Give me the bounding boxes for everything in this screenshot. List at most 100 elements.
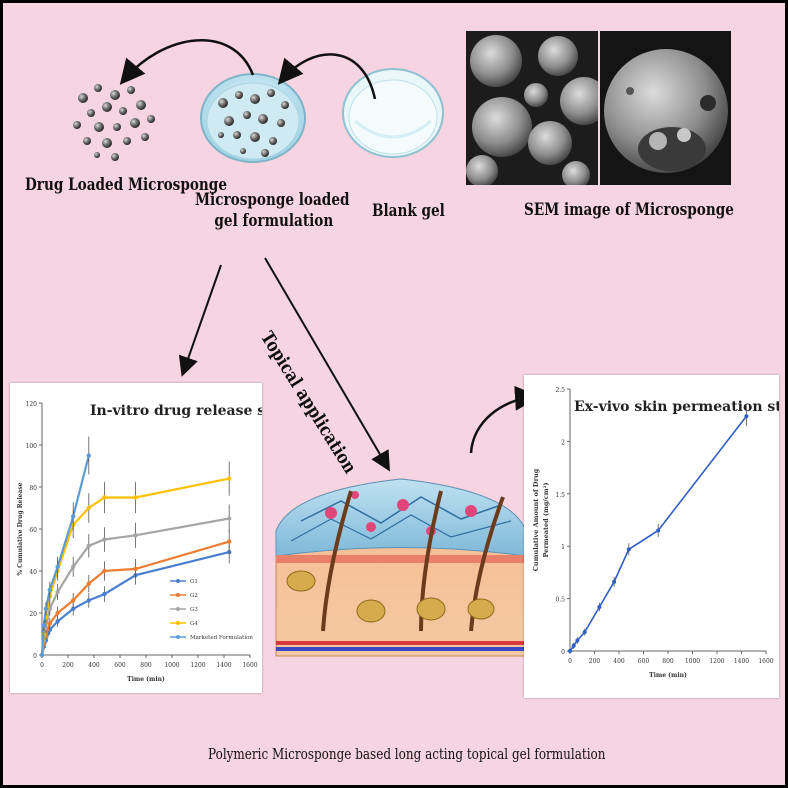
- data-point: [102, 537, 107, 542]
- y-tick-label: 20: [29, 611, 37, 618]
- data-point: [55, 610, 60, 616]
- sem-image-left: [466, 31, 598, 185]
- y-tick-label: 0: [561, 649, 565, 656]
- x-tick-label: 1000: [685, 658, 700, 665]
- data-point: [133, 566, 138, 572]
- arrow-to-release: [178, 264, 222, 377]
- data-point: [43, 606, 49, 611]
- data-point: [39, 652, 45, 658]
- data-point: [71, 606, 76, 611]
- x-tick-label: 800: [662, 658, 674, 665]
- x-tick-label: 1400: [734, 658, 749, 665]
- data-point: [47, 621, 52, 626]
- data-point: [133, 533, 138, 538]
- petri-dish-blank: [342, 68, 444, 158]
- legend-marker: [176, 607, 180, 611]
- y-tick-label: 1: [561, 544, 565, 551]
- y-axis-label: % Cumulative Drug Release: [17, 482, 24, 575]
- x-tick-label: 0: [568, 658, 572, 665]
- data-point: [626, 547, 631, 552]
- data-point: [71, 514, 76, 519]
- y-tick-label: 80: [29, 485, 37, 492]
- y-tick-label: 40: [29, 569, 37, 576]
- label-drug-loaded: Drug Loaded Microsponge: [25, 175, 227, 195]
- label-blank-gel: Blank gel: [372, 201, 445, 221]
- data-point: [86, 505, 92, 511]
- data-point: [102, 591, 107, 597]
- data-point: [41, 623, 47, 628]
- y-tick-label: 60: [29, 527, 37, 534]
- data-point: [86, 543, 92, 548]
- legend-label: Marketed Formulation: [190, 635, 253, 641]
- skin-illustration: [275, 478, 527, 657]
- data-point: [744, 414, 749, 419]
- y-tick-label: 1.5: [555, 492, 565, 499]
- release-chart-card: In-vitro drug release study 020040060080…: [10, 383, 301, 693]
- data-point: [55, 589, 60, 595]
- legend-label: G4: [190, 621, 198, 627]
- data-point: [55, 564, 60, 569]
- y-tick-label: 2: [561, 439, 565, 446]
- legend-marker: [176, 579, 180, 583]
- label-microsponge-loaded: Microsponge loaded gel formulation: [195, 190, 350, 231]
- label-sem: SEM image of Microsponge: [524, 200, 734, 220]
- x-tick-label: 600: [638, 658, 650, 665]
- arrow-to-drug: [119, 39, 255, 85]
- data-point: [571, 643, 576, 648]
- x-axis-label: Time (min): [127, 676, 165, 683]
- data-point: [55, 619, 60, 624]
- data-point: [86, 453, 92, 458]
- x-tick-label: 1600: [758, 658, 773, 665]
- arrow-blank-to-loaded: [277, 53, 377, 100]
- data-point: [597, 604, 602, 609]
- data-point: [227, 516, 232, 521]
- y-axis-label-2: Permeated (mg/cm²): [542, 482, 550, 557]
- x-tick-label: 1200: [190, 662, 205, 669]
- x-tick-label: 800: [140, 662, 152, 669]
- legend-marker: [176, 593, 180, 597]
- release-chart: In-vitro drug release study 020040060080…: [17, 401, 301, 683]
- data-point: [227, 476, 232, 481]
- y-tick-label: 0.5: [555, 597, 565, 604]
- data-point: [71, 598, 76, 603]
- figure-canvas: Drug Loaded Microsponge Microsponge load…: [3, 3, 788, 785]
- x-axis-label: Time (min): [649, 672, 687, 679]
- x-tick-label: 200: [62, 662, 74, 669]
- legend-marker: [176, 621, 180, 625]
- data-point: [86, 598, 92, 603]
- data-point: [133, 495, 138, 500]
- microsponge-particles: [73, 84, 155, 161]
- data-point: [71, 564, 76, 569]
- x-tick-label: 1000: [164, 662, 179, 669]
- x-tick-label: 1600: [242, 662, 257, 669]
- data-point: [86, 581, 92, 586]
- x-tick-label: 400: [613, 658, 625, 665]
- legend-marker: [176, 635, 180, 639]
- data-point: [102, 568, 107, 574]
- x-tick-label: 1400: [216, 662, 231, 669]
- data-point: [582, 630, 587, 635]
- x-tick-label: 0: [40, 662, 44, 669]
- data-point: [227, 539, 232, 544]
- x-tick-label: 600: [114, 662, 126, 669]
- legend-label: G3: [190, 607, 198, 613]
- y-tick-label: 0: [33, 653, 37, 660]
- data-point: [612, 579, 617, 584]
- data-point: [656, 528, 661, 533]
- release-chart-title: In-vitro drug release study: [90, 403, 262, 419]
- sem-image-right: [600, 31, 731, 185]
- permeation-chart: Ex-vivo skin permeation study 0200400600…: [532, 387, 788, 679]
- arrow-topical: [264, 257, 391, 472]
- y-tick-label: 120: [26, 401, 38, 408]
- data-point: [102, 495, 107, 500]
- x-tick-label: 400: [88, 662, 100, 669]
- figure-caption: Polymeric Microsponge based long acting …: [208, 745, 606, 763]
- y-axis-label: Cumulative Amount of Drug: [532, 468, 540, 571]
- x-tick-label: 200: [589, 658, 601, 665]
- legend-label: G2: [190, 593, 198, 599]
- data-point: [568, 649, 572, 653]
- data-point: [575, 638, 580, 643]
- y-tick-label: 100: [26, 443, 38, 450]
- y-tick-label: 2.5: [555, 387, 565, 394]
